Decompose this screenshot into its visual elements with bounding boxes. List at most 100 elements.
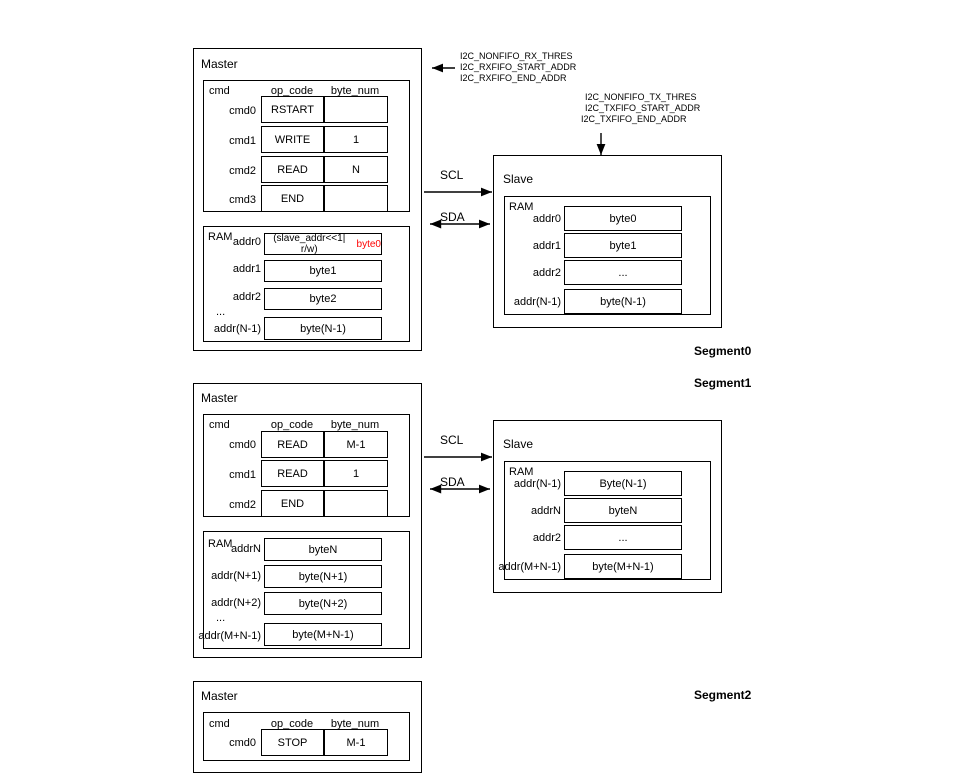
- segment1-cmd-bytenum-cell: 1: [324, 460, 388, 487]
- segment0-slave-value-cell: byte0: [564, 206, 682, 231]
- segment0-cmd-opcode-cell: RSTART: [261, 96, 324, 123]
- tx-annotation-line-1: I2C_NONFIFO_TX_THRES: [585, 92, 697, 102]
- segment1-slave-title: Slave: [503, 437, 534, 451]
- segment1-slave-addr-label: addr(M+N-1): [498, 561, 561, 573]
- segment1-ram-value-cell: byteN: [264, 538, 382, 561]
- segment1-slave-value-text: Byte(N-1): [599, 477, 647, 490]
- segment2-master-title: Master: [201, 689, 238, 703]
- segment0-ram-title: RAM: [208, 231, 233, 243]
- segment1-cmd-bytenum-cell: [324, 490, 388, 517]
- segment1-cmd-row-label: cmd2: [229, 499, 256, 511]
- segment1-label: Segment1: [694, 376, 752, 390]
- segment0-cmd-bytenum-cell: [324, 185, 388, 212]
- segment0-ram-addr-label: addr(N-1): [213, 323, 261, 335]
- segment1-cmd-header-opcode: op_code: [270, 419, 314, 431]
- segment1-master-title: Master: [201, 391, 238, 405]
- segment1-slave-value-cell: Byte(N-1): [564, 471, 682, 496]
- segment1-cmd-bytenum-cell: M-1: [324, 431, 388, 458]
- segment1-ram-ellipsis: ...: [216, 612, 226, 624]
- segment1-slave-addr-label: addrN: [531, 505, 561, 517]
- tx-annotation-line-3: I2C_TXFIFO_END_ADDR: [581, 114, 687, 124]
- segment0-label: Segment0: [694, 344, 752, 358]
- segment0-cmd-opcode-cell: READ: [261, 156, 324, 183]
- segment0-ram-value-text: byte(N-1): [300, 322, 346, 335]
- segment0-slave-addr-label: addr(N-1): [513, 296, 561, 308]
- segment0-cmd-title: cmd: [209, 85, 230, 97]
- segment1-ram-addr-label: addrN: [231, 543, 261, 555]
- segment1-cmd-row-label: cmd0: [229, 439, 256, 451]
- segment1-slave-addr-label: addr(N-1): [513, 478, 561, 490]
- segment1-ram-addr-label: addr(M+N-1): [198, 630, 261, 642]
- segment0-cmd-bytenum-cell: [324, 96, 388, 123]
- segment0-slave-addr-label: addr1: [532, 240, 561, 252]
- segment1-slave-value-cell: ...: [564, 525, 682, 550]
- segment0-ram-value-text: (slave_addr<<1| r/w): [273, 233, 346, 255]
- segment2-cmd-title: cmd: [209, 718, 230, 730]
- segment0-slave-value-cell: byte1: [564, 233, 682, 258]
- segment1-cmd-opcode-cell: READ: [261, 431, 324, 458]
- segment1-ram-value-text: byte(N+2): [298, 597, 348, 610]
- segment1-cmd-opcode-cell: END: [261, 490, 324, 517]
- segment1-scl-label: SCL: [440, 433, 464, 447]
- segment0-slave-title: Slave: [503, 172, 534, 186]
- segment1-ram-addr-label: addr(N+1): [211, 570, 261, 582]
- segment1-ram-value-cell: byte(N+1): [264, 565, 382, 588]
- segment1-cmd-header-bytenum: byte_num: [330, 419, 380, 431]
- segment0-scl-label: SCL: [440, 168, 464, 182]
- segment0-master-title: Master: [201, 57, 238, 71]
- segment1-ram-value-text: byteN: [308, 543, 338, 556]
- segment0-ram-value-cell: byte1: [264, 260, 382, 282]
- segment0-sda-label: SDA: [440, 210, 465, 224]
- tx-annotation-line-2: I2C_TXFIFO_START_ADDR: [585, 103, 701, 113]
- segment2-label: Segment2: [694, 688, 752, 702]
- segment1-ram-title: RAM: [208, 538, 233, 550]
- segment1-cmd-row-label: cmd1: [229, 469, 256, 481]
- segment0-cmd-bytenum-cell: 1: [324, 126, 388, 153]
- segment1-slave-value-text: byteN: [608, 504, 638, 517]
- segment0-cmd-row-label: cmd3: [229, 194, 256, 206]
- segment2-cmd-opcode-cell: STOP: [261, 729, 324, 756]
- segment0-ram-addr-label: addr0: [232, 236, 261, 248]
- segment0-cmd-bytenum-cell: N: [324, 156, 388, 183]
- segment0-cmd-opcode-cell: WRITE: [261, 126, 324, 153]
- segment0-cmd-row-label: cmd0: [229, 105, 256, 117]
- segment0-slave-value-text: byte1: [609, 239, 637, 252]
- segment1-ram-value-text: byte(N+1): [298, 570, 348, 583]
- segment2-cmd-header-bytenum: byte_num: [330, 718, 380, 730]
- segment1-slave-value-text: ...: [618, 531, 628, 544]
- segment1-cmd-opcode-cell: READ: [261, 460, 324, 487]
- segment0-slave-value-cell: ...: [564, 260, 682, 285]
- segment1-slave-ram-title: RAM: [509, 466, 534, 478]
- segment0-slave-value-cell: byte(N-1): [564, 289, 682, 314]
- segment1-slave-value-cell: byteN: [564, 498, 682, 523]
- segment1-ram-value-cell: byte(M+N-1): [264, 623, 382, 646]
- segment0-cmd-header-opcode: op_code: [270, 85, 314, 97]
- rx-annotation-line-3: I2C_RXFIFO_END_ADDR: [460, 73, 567, 83]
- segment1-cmd-title: cmd: [209, 419, 230, 431]
- segment2-cmd-bytenum-cell: M-1: [324, 729, 388, 756]
- rx-annotation-line-1: I2C_NONFIFO_RX_THRES: [460, 51, 573, 61]
- segment1-slave-value-text: byte(M+N-1): [592, 560, 654, 573]
- segment0-ram-value-cell: byte(N-1): [264, 317, 382, 340]
- segment0-slave-value-text: byte0: [609, 212, 637, 225]
- segment2-cmd-row-label: cmd0: [229, 737, 256, 749]
- segment2-cmd-header-opcode: op_code: [270, 718, 314, 730]
- segment0-ram-addr-label: addr1: [232, 263, 261, 275]
- segment1-ram-addr-label: addr(N+2): [211, 597, 261, 609]
- segment1-slave-value-cell: byte(M+N-1): [564, 554, 682, 579]
- segment0-ram-value-cell: byte2: [264, 288, 382, 310]
- segment0-ram-addr-label: addr2: [232, 291, 261, 303]
- segment0-cmd-opcode-cell: END: [261, 185, 324, 212]
- segment0-cmd-header-bytenum: byte_num: [330, 85, 380, 97]
- segment0-slave-addr-label: addr2: [532, 267, 561, 279]
- segment1-ram-value-text: byte(M+N-1): [292, 628, 354, 641]
- segment0-slave-value-text: byte(N-1): [600, 295, 646, 308]
- rx-annotation-line-2: I2C_RXFIFO_START_ADDR: [460, 62, 577, 72]
- segment0-cmd-row-label: cmd2: [229, 165, 256, 177]
- segment0-ram-value-text-highlight: byte0: [356, 238, 381, 250]
- segment0-slave-addr-label: addr0: [532, 213, 561, 225]
- segment0-ram-value-text: byte2: [309, 293, 337, 305]
- segment0-ram-ellipsis: ...: [216, 306, 226, 318]
- segment1-slave-addr-label: addr2: [532, 532, 561, 544]
